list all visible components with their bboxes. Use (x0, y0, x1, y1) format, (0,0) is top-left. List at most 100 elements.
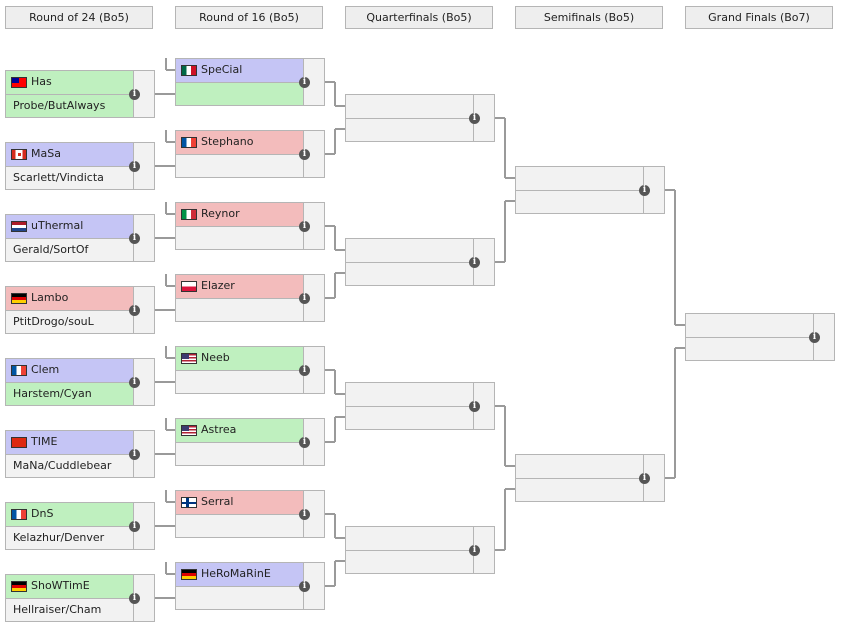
flag-de-icon (181, 569, 197, 580)
match-r16-8[interactable]: HeRoMaRinE i (175, 562, 325, 610)
match-slot-top[interactable] (686, 314, 813, 337)
flag-us-icon (181, 425, 197, 436)
match-slot-bottom[interactable] (176, 370, 303, 393)
match-slot-top[interactable]: HeRoMaRinE (176, 563, 303, 586)
match-slot-bottom[interactable] (176, 442, 303, 465)
match-slot-top[interactable] (346, 527, 473, 550)
match-slot-bottom[interactable] (346, 406, 473, 429)
match-slot-top[interactable]: MaSa (6, 143, 133, 166)
match-qf-4[interactable]: i (345, 526, 495, 574)
flag-fr-icon (11, 365, 27, 376)
match-slot-top[interactable]: Serral (176, 491, 303, 514)
match-slot-top[interactable]: TIME (6, 431, 133, 454)
match-slot-top[interactable]: DnS (6, 503, 133, 526)
match-slot-top[interactable]: uThermal (6, 215, 133, 238)
match-qf-3[interactable]: i (345, 382, 495, 430)
match-slot-top[interactable] (346, 383, 473, 406)
match-slot-top[interactable]: Neeb (176, 347, 303, 370)
match-slot-bottom[interactable]: Probe/ButAlways (6, 94, 133, 117)
match-qf-1[interactable]: i (345, 94, 495, 142)
info-icon[interactable]: i (639, 473, 650, 484)
match-slot-top[interactable]: Stephano (176, 131, 303, 154)
match-slot-bottom[interactable]: PtitDrogo/souL (6, 310, 133, 333)
info-icon[interactable]: i (129, 593, 140, 604)
match-slot-bottom[interactable] (176, 298, 303, 321)
match-slot-top[interactable]: Lambo (6, 287, 133, 310)
match-slot-top[interactable]: ShoWTimE (6, 575, 133, 598)
info-icon[interactable]: i (129, 521, 140, 532)
match-slot-bottom[interactable] (176, 514, 303, 537)
info-icon[interactable]: i (809, 332, 820, 343)
match-slot-bottom[interactable] (176, 226, 303, 249)
info-icon[interactable]: i (299, 149, 310, 160)
match-slot-top[interactable]: Clem (6, 359, 133, 382)
match-slot-bottom[interactable]: Kelazhur/Denver (6, 526, 133, 549)
match-slot-bottom[interactable] (176, 586, 303, 609)
info-icon[interactable]: i (639, 185, 650, 196)
info-icon[interactable]: i (129, 449, 140, 460)
player-name: DnS (31, 507, 54, 520)
info-icon[interactable]: i (129, 161, 140, 172)
info-icon[interactable]: i (469, 257, 480, 268)
info-icon[interactable]: i (299, 365, 310, 376)
match-slot-bottom[interactable]: Scarlett/Vindicta (6, 166, 133, 189)
player-name: HeRoMaRinE (201, 567, 271, 580)
player-name: TIME (31, 435, 58, 448)
match-slot-bottom[interactable]: Gerald/SortOf (6, 238, 133, 261)
info-icon[interactable]: i (299, 221, 310, 232)
match-qf-2[interactable]: i (345, 238, 495, 286)
match-sf-1[interactable]: i (515, 166, 665, 214)
match-slot-bottom[interactable] (346, 550, 473, 573)
match-slot-bottom[interactable] (686, 337, 813, 360)
info-icon[interactable]: i (299, 293, 310, 304)
info-icon[interactable]: i (129, 305, 140, 316)
info-icon[interactable]: i (129, 377, 140, 388)
match-slot-bottom[interactable]: MaNa/Cuddlebear (6, 454, 133, 477)
info-icon[interactable]: i (299, 581, 310, 592)
match-slot-top[interactable] (516, 167, 643, 190)
info-icon[interactable]: i (299, 437, 310, 448)
info-icon[interactable]: i (129, 233, 140, 244)
match-slot-bottom[interactable]: Hellraiser/Cham (6, 598, 133, 621)
flag-nl-icon (11, 221, 27, 232)
match-slot-top[interactable]: SpeCial (176, 59, 303, 82)
match-slot-bottom[interactable] (176, 154, 303, 177)
info-icon[interactable]: i (129, 89, 140, 100)
match-slot-top[interactable] (346, 95, 473, 118)
info-icon[interactable]: i (299, 509, 310, 520)
match-slot-top[interactable]: Has (6, 71, 133, 94)
match-slot-bottom[interactable] (346, 262, 473, 285)
match-slot-top[interactable]: Astrea (176, 419, 303, 442)
match-slot-bottom[interactable] (516, 190, 643, 213)
match-slot-top[interactable]: Reynor (176, 203, 303, 226)
match-slot-bottom[interactable] (346, 118, 473, 141)
match-slot-bottom[interactable]: Harstem/Cyan (6, 382, 133, 405)
info-icon[interactable]: i (299, 77, 310, 88)
info-icon[interactable]: i (469, 401, 480, 412)
info-icon[interactable]: i (469, 113, 480, 124)
match-gf-1[interactable]: i (685, 313, 835, 361)
match-slot-top[interactable]: Elazer (176, 275, 303, 298)
match-slot-bottom[interactable] (176, 82, 303, 105)
match-sf-2[interactable]: i (515, 454, 665, 502)
info-icon[interactable]: i (469, 545, 480, 556)
match-slot-bottom[interactable] (516, 478, 643, 501)
team-name: Harstem/Cyan (13, 387, 92, 400)
match-slot-top[interactable] (346, 239, 473, 262)
match-slot-top[interactable] (516, 455, 643, 478)
